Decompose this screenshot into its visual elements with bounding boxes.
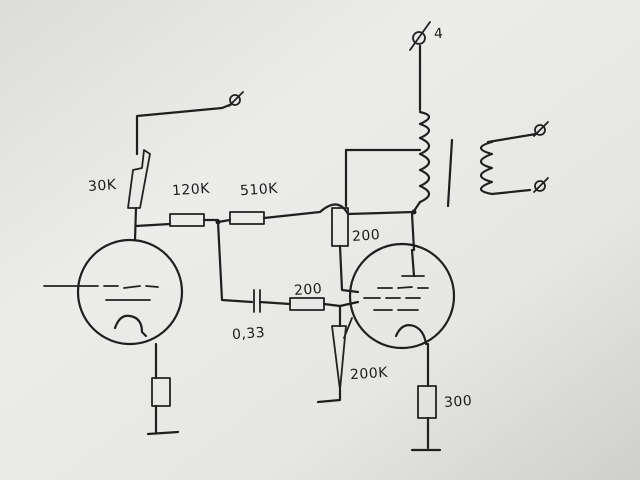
label-b-plus: 4 (433, 25, 444, 43)
label-510k: 510K (239, 180, 279, 200)
output-tube (348, 242, 456, 350)
coupling-network (216, 220, 360, 404)
input-terminal (229, 94, 241, 106)
output-cathode-wiring (410, 342, 442, 452)
label-cap: 0,33 (231, 324, 266, 344)
input-tube (43, 238, 184, 346)
v1-cathode-wiring (146, 342, 180, 436)
v1-plate-wiring (127, 91, 244, 242)
label-grid-200: 200 (293, 281, 323, 299)
label-120k: 120K (171, 180, 211, 200)
label-200k: 200K (349, 364, 389, 384)
label-300: 300 (443, 393, 473, 411)
g2-wiring (331, 148, 422, 294)
label-30k: 30K (87, 177, 118, 195)
output-transformer (418, 44, 549, 208)
label-g2-200: 200 (351, 227, 381, 245)
b-plus-terminal (409, 21, 431, 51)
